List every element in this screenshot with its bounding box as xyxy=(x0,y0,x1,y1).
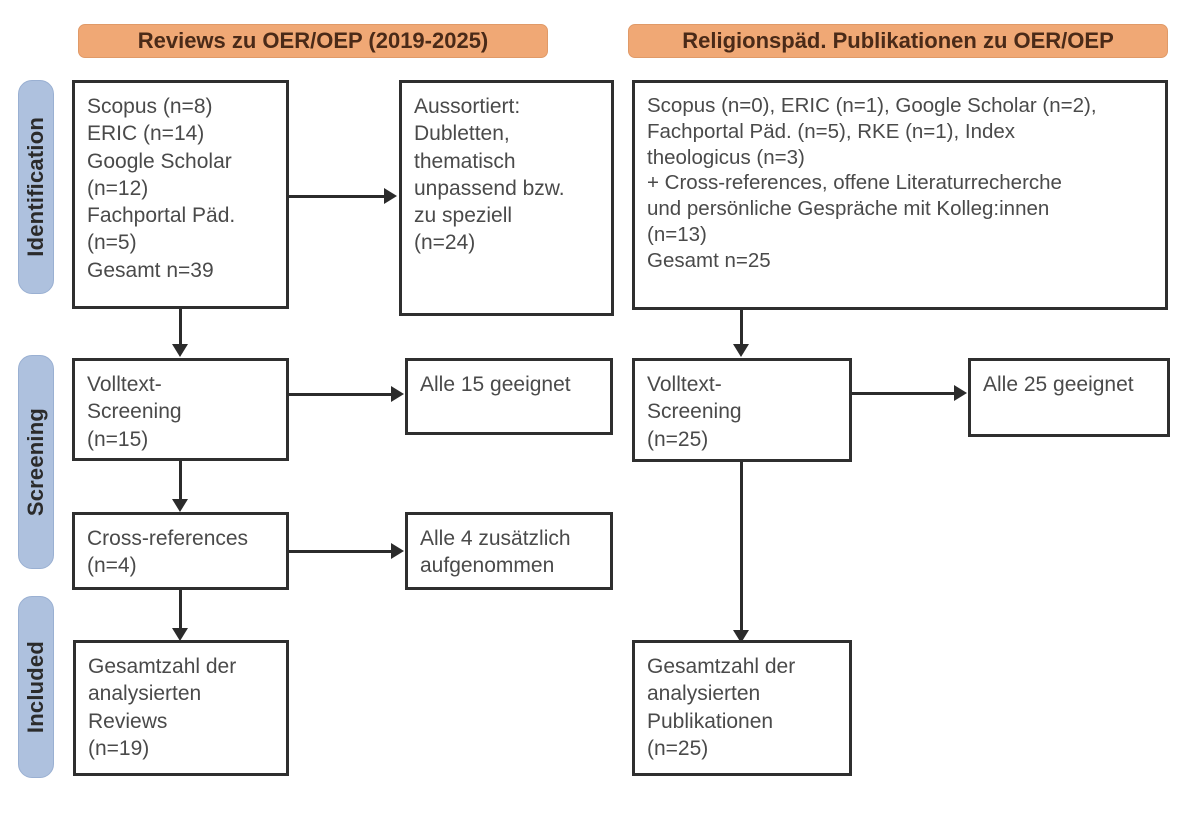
arrowhead-left-ident-to-excluded xyxy=(384,188,397,204)
column-header-reviews: Reviews zu OER/OEP (2019-2025) xyxy=(78,24,548,58)
connector-left-screening-to-crossref xyxy=(179,461,182,501)
stage-label-included: Included xyxy=(18,596,54,778)
box-left-cross-references: Cross-references (n=4) xyxy=(72,512,289,590)
box-right-fulltext-result: Alle 25 geeignet xyxy=(968,358,1170,437)
arrowhead-left-screening-to-result xyxy=(391,386,404,402)
connector-right-screening-to-included xyxy=(740,462,743,633)
box-right-identification-sources: Scopus (n=0), ERIC (n=1), Google Scholar… xyxy=(632,80,1168,310)
connector-left-screening-to-result xyxy=(289,393,391,396)
connector-left-ident-to-excluded xyxy=(289,195,384,198)
box-left-identification-sources: Scopus (n=8) ERIC (n=14) Google Scholar … xyxy=(72,80,289,309)
connector-right-ident-to-screening xyxy=(740,310,743,345)
stage-label-screening-text: Screening xyxy=(23,407,48,517)
box-left-fulltext-result: Alle 15 geeignet xyxy=(405,358,613,435)
stage-label-included-text: Included xyxy=(23,640,48,734)
arrowhead-right-screening-to-included xyxy=(733,630,749,643)
box-left-included-total: Gesamtzahl der analysierten Reviews (n=1… xyxy=(73,640,289,776)
arrowhead-left-ident-to-screening xyxy=(172,344,188,357)
arrowhead-left-crossref-to-result xyxy=(391,543,404,559)
box-left-cross-references-result: Alle 4 zusätzlich aufgenommen xyxy=(405,512,613,590)
column-header-religionspaed: Religionspäd. Publikationen zu OER/OEP xyxy=(628,24,1168,58)
box-left-fulltext-screening: Volltext- Screening (n=15) xyxy=(72,358,289,461)
box-right-included-total: Gesamtzahl der analysierten Publikatione… xyxy=(632,640,852,776)
arrowhead-left-crossref-to-included xyxy=(172,628,188,641)
arrowhead-left-screening-to-crossref xyxy=(172,499,188,512)
connector-right-screening-to-result xyxy=(852,392,954,395)
stage-label-identification-text: Identification xyxy=(23,117,48,257)
connector-left-ident-to-screening xyxy=(179,309,182,345)
stage-label-screening: Screening xyxy=(18,355,54,569)
arrowhead-right-screening-to-result xyxy=(954,385,967,401)
box-left-excluded: Aussortiert: Dubletten, thematisch unpas… xyxy=(399,80,614,316)
box-right-fulltext-screening: Volltext- Screening (n=25) xyxy=(632,358,852,462)
arrowhead-right-ident-to-screening xyxy=(733,344,749,357)
connector-left-crossref-to-included xyxy=(179,590,182,630)
connector-left-crossref-to-result xyxy=(289,550,391,553)
stage-label-identification: Identification xyxy=(18,80,54,294)
